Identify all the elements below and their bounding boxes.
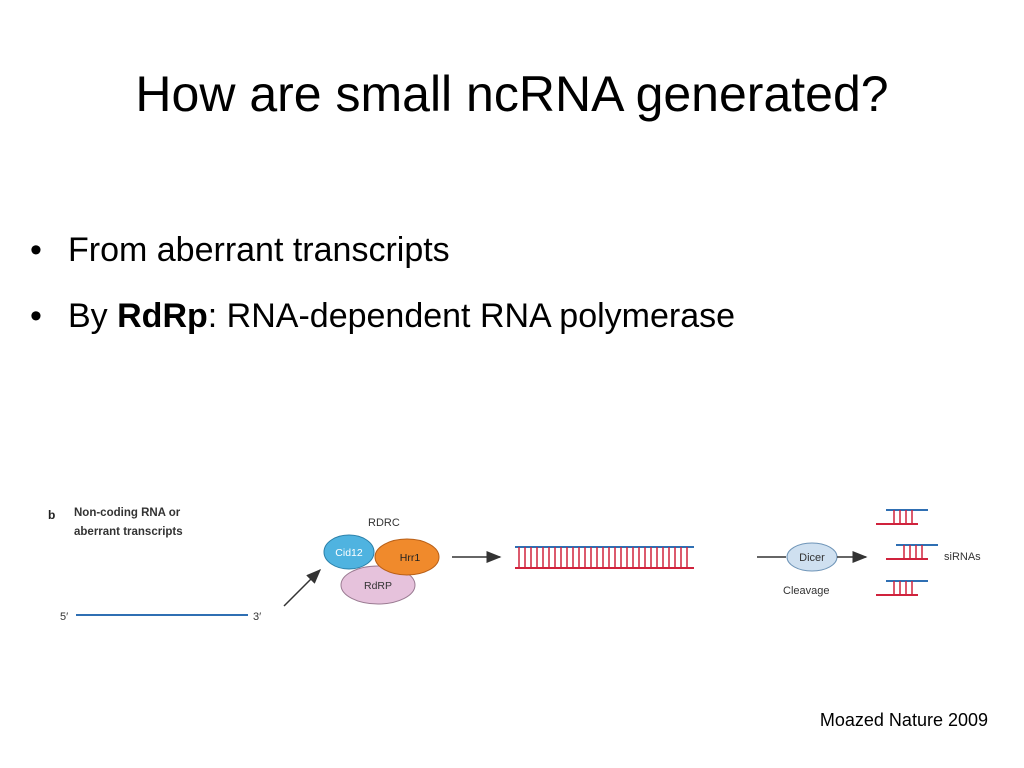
source-credit: Moazed Nature 2009 [819,710,988,730]
sirnas-label: siRNAs [944,551,981,563]
sirna-duplex [876,580,928,596]
five-prime-label: 5′ [60,611,68,623]
bullet-dot-icon: • [30,297,42,335]
slide-title: How are small ncRNA generated? [135,66,889,122]
bullet-text: From aberrant transcripts [68,231,450,269]
input-label-line2: aberrant transcripts [74,526,183,538]
rdrp-subunit [340,565,416,605]
bullet-text-bold: RdRp [117,297,208,335]
cleavage-label: Cleavage [783,585,829,597]
cid12-label: Cid12 [335,547,363,559]
bullet-text-suffix: : RNA-dependent RNA polymerase [207,297,736,335]
three-prime-label: 3′ [253,611,261,623]
rdrc-label: RDRC [368,517,400,529]
bullet-dot-icon: • [30,231,42,269]
rdrp-label: RdRP [364,580,392,592]
arrow-to-rdrc [283,568,322,607]
input-label-line1: Non-coding RNA or [74,507,181,519]
hrr1-subunit [374,538,440,576]
hrr1-label: Hrr1 [400,552,421,564]
bullet-text-prefix: By [68,297,118,335]
sirna-duplex [876,509,928,525]
sirna-duplex [886,544,938,560]
bullet-item: • From aberrant transcripts [30,228,735,272]
bullet-list: • From aberrant transcripts • By RdRp: R… [30,228,735,360]
dsrna-duplex [515,546,694,569]
bullet-item: • By RdRp: RNA-dependent RNA polymerase [30,294,735,338]
panel-letter: b [48,508,55,522]
rdrp-pathway-figure: b Non-coding RNA or aberrant transcripts… [48,507,981,623]
dicer-label: Dicer [799,552,825,564]
cid12-subunit [323,534,375,570]
